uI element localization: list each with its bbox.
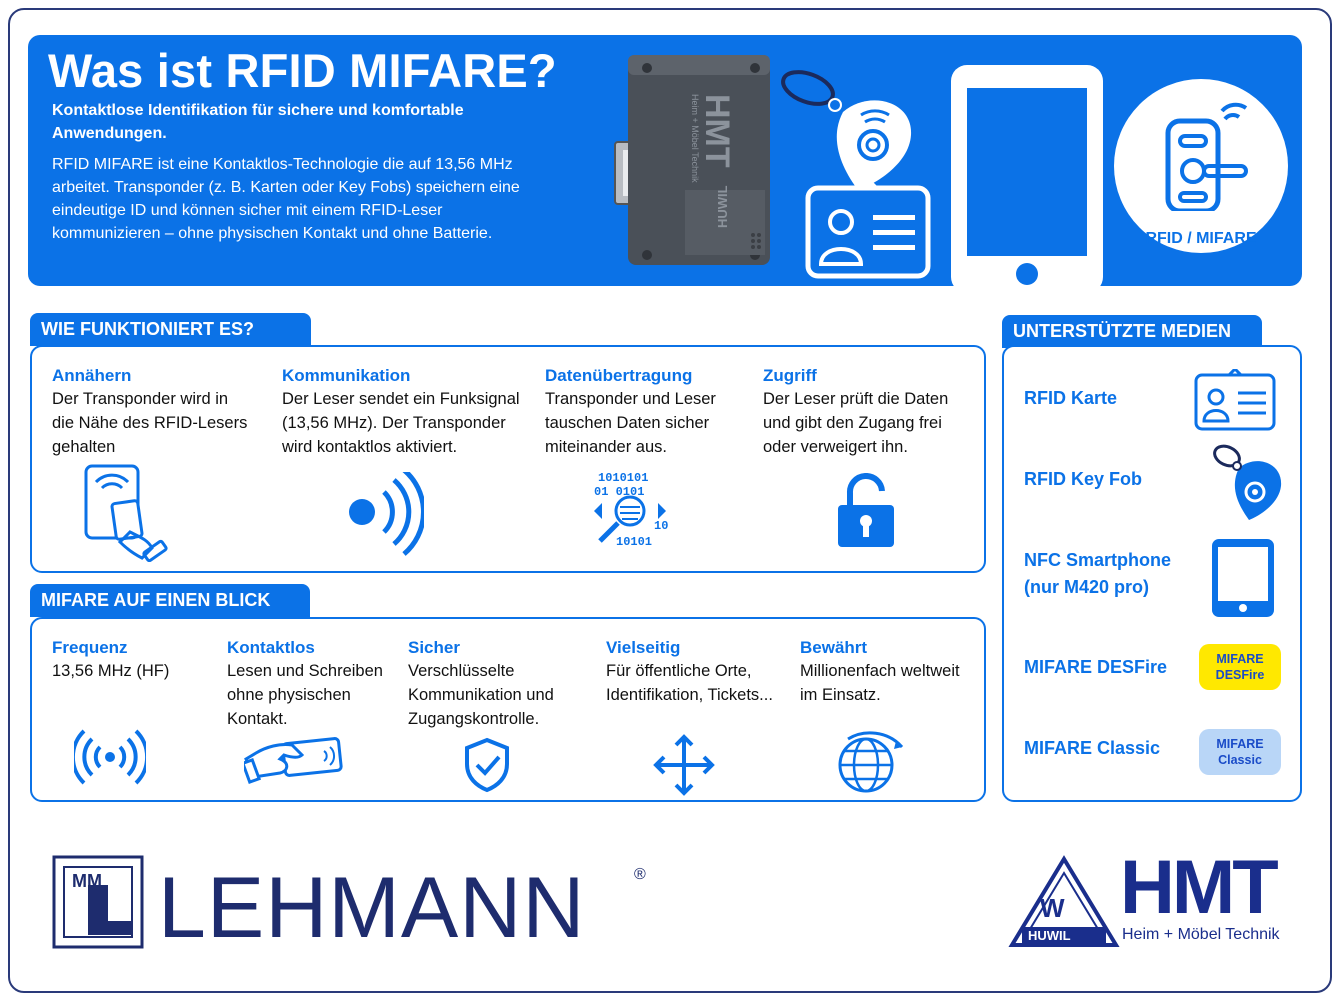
media-label: NFC Smartphone (nur M420 pro) [1024,550,1172,597]
step-title: Annähern [52,366,132,385]
rfid-mifare-badge: RFID / MIFARE [1114,79,1288,253]
svg-text:10101: 10101 [616,535,652,549]
key-fob-icon [781,70,912,190]
smartphone-icon [1212,539,1274,617]
media-label: MIFARE Classic [1024,738,1161,758]
step-title: Datenübertragung [545,366,693,385]
media-label: RFID Key Fob [1024,469,1143,489]
at-a-glance-header: MIFARE AUF EINEN BLICK [30,584,310,617]
svg-text:MM: MM [72,871,102,891]
rfid-lock-product-image: HMT Heim + Möbel Technik HUWIL [603,50,773,280]
hand-card-icon [244,737,343,785]
page-frame [8,8,1332,993]
at-a-glance-panel: Frequenz 13,56 MHz (HF) Kontaktlos Lesen… [30,617,986,802]
registered-mark: ® [634,866,646,883]
media-rfid-key-fob: RFID Key Fob [1024,466,1142,493]
svg-text:Heim + Möbel Technik: Heim + Möbel Technik [690,94,700,183]
feature-frequency: Frequenz 13,56 MHz (HF) [52,637,222,683]
svg-text:HUWIL: HUWIL [715,185,730,228]
feature-contactless: Kontaktlos Lesen und Schreiben ohne phys… [227,637,402,731]
door-handle-reader-icon [1165,102,1248,211]
feature-title: Vielseitig [606,638,681,657]
unlock-icon [838,473,894,547]
key-fob-icon [1213,444,1282,520]
svg-text:10: 10 [654,519,668,533]
step-approach: Annähern Der Transponder wird in die Näh… [52,365,252,459]
feature-text: Lesen und Schreiben ohne physischen Kont… [227,662,383,728]
step-text: Der Transponder wird in die Nähe des RFI… [52,390,248,456]
hero-description: RFID MIFARE ist eine Kontaktlos-Technolo… [52,156,520,242]
svg-text:W: W [1040,893,1065,923]
media-rfid-card: RFID Karte [1024,385,1117,412]
feature-text: 13,56 MHz (HF) [52,662,170,680]
feature-title: Bewährt [800,638,868,657]
feature-title: Kontaktlos [227,638,315,657]
step-access: Zugriff Der Leser prüft die Daten und gi… [763,365,973,459]
id-card-icon [805,178,931,279]
media-mifare-desfire: MIFARE DESFire [1024,654,1167,681]
step-title: Kommunikation [282,366,411,385]
hero-title: Was ist RFID MIFARE? [48,44,557,97]
supported-media-panel: RFID Karte RFID Key Fob NFC Smartphone (… [1002,345,1302,802]
lehmann-logo-mark: MM [52,855,144,949]
media-mifare-classic: MIFARE Classic [1024,735,1160,762]
hero-subtitle: Kontaktlose Identifikation für sichere u… [52,102,464,142]
feature-title: Frequenz [52,638,128,657]
feature-title: Sicher [408,638,460,657]
hmt-logo-text: HMT [1120,845,1279,930]
svg-text:1010101: 1010101 [598,471,648,485]
svg-text:01 0101: 01 0101 [594,485,644,499]
feature-text: Für öffentliche Orte, Identifikation, Ti… [606,662,773,704]
shield-check-icon [465,737,509,793]
step-data-transfer: Datenübertragung Transponder und Leser t… [545,365,745,459]
media-label: MIFARE DESFire [1024,657,1168,677]
feature-proven: Bewährt Millionenfach weltweit im Einsat… [800,637,975,707]
media-label: RFID Karte [1024,388,1118,408]
feature-text: Verschlüsselte Kommunikation und Zugangs… [408,662,554,728]
supported-media-header: UNTERSTÜTZTE MEDIEN [1002,315,1262,348]
move-arrows-icon [653,734,715,796]
feature-secure: Sicher Verschlüsselte Kommunikation und … [408,637,593,731]
feature-versatile: Vielseitig Für öffentliche Orte, Identif… [606,637,781,707]
hero-banner: Was ist RFID MIFARE? Kontaktlose Identif… [28,35,1302,293]
lehmann-logo-text: LEHMANN [158,860,586,956]
hmt-tagline: Heim + Möbel Technik [1122,926,1280,943]
svg-text:HUWIL: HUWIL [1028,928,1071,943]
huwil-logo-mark: W HUWIL [1008,855,1120,947]
hero-media-icons [773,60,1113,305]
svg-text:HMT: HMT [698,94,736,168]
step-text: Transponder und Leser tauschen Daten sic… [545,390,716,456]
id-card-icon [1194,369,1276,431]
tablet-icon [951,65,1103,293]
step-text: Der Leser prüft die Daten und gibt den Z… [763,390,949,456]
feature-text: Millionenfach weltweit im Einsatz. [800,662,960,704]
rfid-mifare-label: RFID / MIFARE [1145,230,1257,247]
media-nfc-smartphone: NFC Smartphone (nur M420 pro) [1024,547,1204,601]
globe-icon [838,731,904,793]
radio-waves-icon [74,729,146,785]
step-text: Der Leser sendet ein Funksignal (13,56 M… [282,390,520,456]
step-title: Zugriff [763,366,817,385]
step-communication: Kommunikation Der Leser sendet ein Funks… [282,365,522,459]
signal-waves-icon [349,472,424,556]
reader-hand-icon [84,464,168,562]
data-transfer-icon: 1010101 01 0101 10 10101 [594,471,668,549]
how-it-works-panel: Annähern Der Transponder wird in die Näh… [30,345,986,573]
how-it-works-header: WIE FUNKTIONIERT ES? [30,313,311,346]
